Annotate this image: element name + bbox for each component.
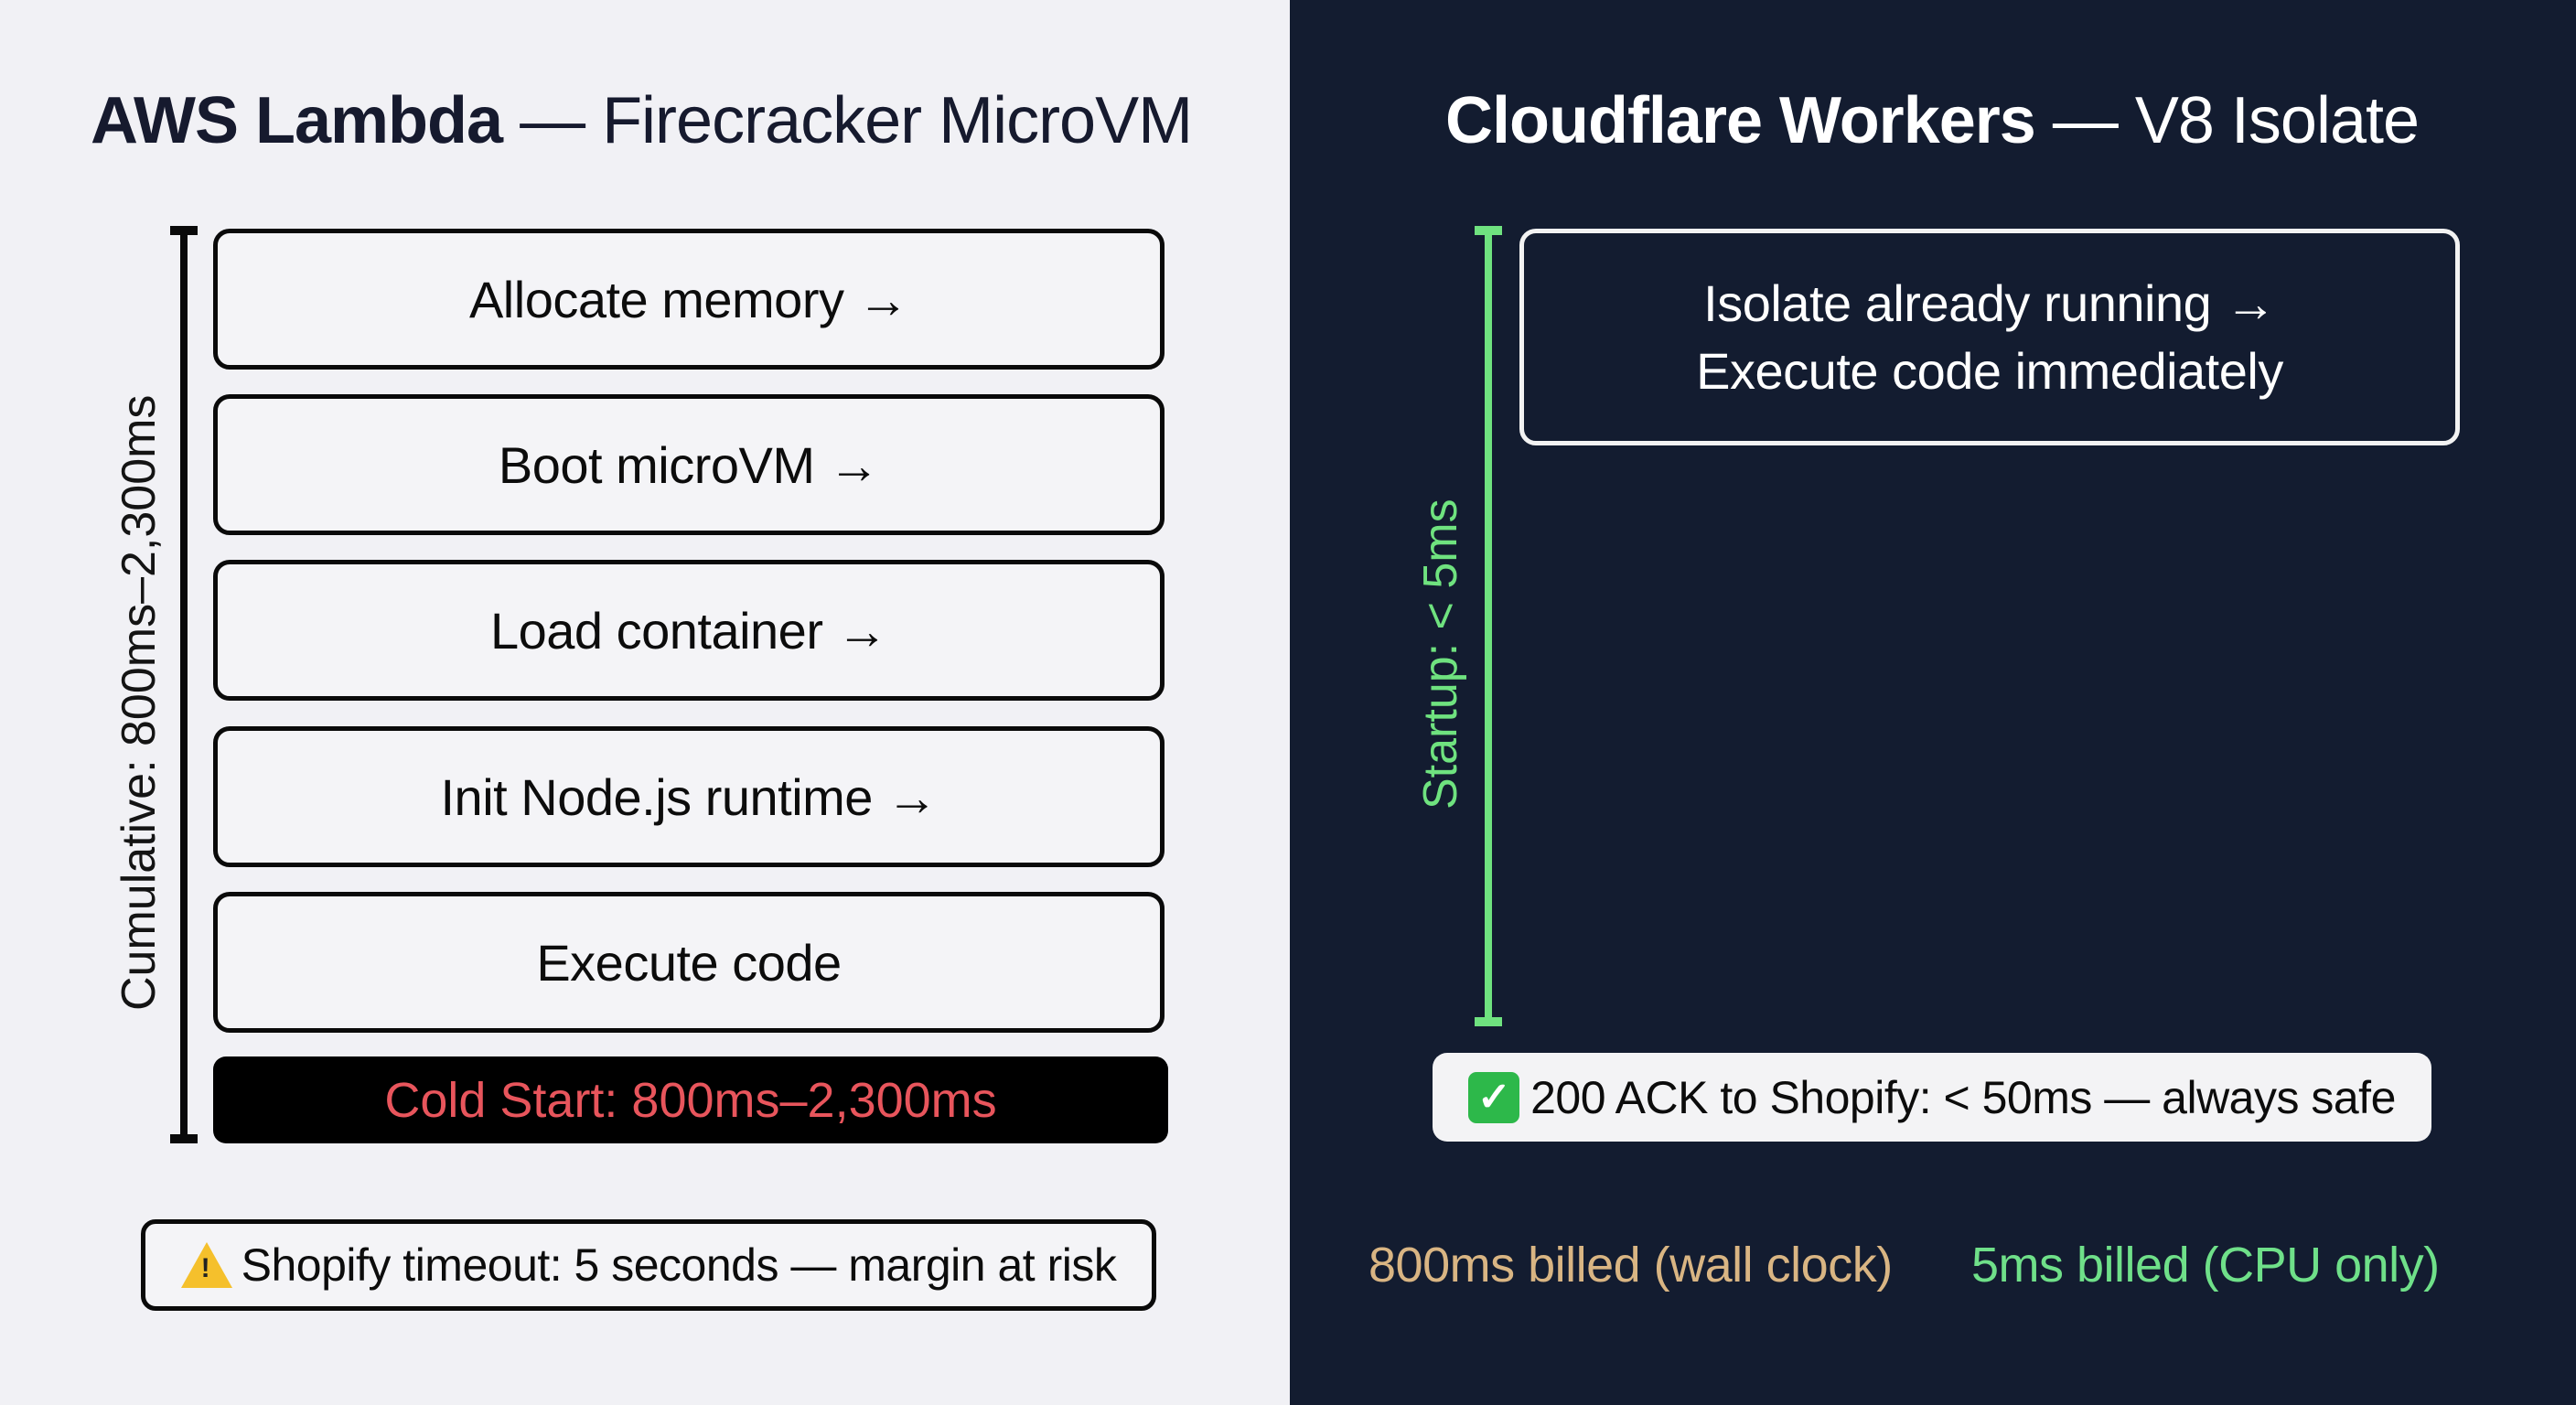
aws-lambda-title-subtitle: — Firecracker MicroVM bbox=[502, 84, 1193, 157]
cloudflare-workers-title: Cloudflare Workers — V8 Isolate bbox=[1445, 88, 2420, 154]
startup-label: Startup: < 5ms bbox=[1414, 499, 1467, 810]
isolate-line-1: Isolate already running → bbox=[1703, 273, 2276, 332]
ack-text: 200 ACK to Shopify: < 50ms — always safe bbox=[1530, 1071, 2396, 1123]
cloudflare-title-bold: Cloudflare Workers bbox=[1445, 84, 2036, 157]
cumulative-label: Cumulative: 800ms–2,300ms bbox=[113, 394, 166, 1011]
warning-icon: ! bbox=[180, 1242, 232, 1288]
aws-lambda-title: AWS Lambda — Firecracker MicroVM bbox=[91, 88, 1193, 154]
startup-bracket-bottom-cap bbox=[1475, 1017, 1502, 1026]
aws-lambda-panel: AWS Lambda — Firecracker MicroVM Cumulat… bbox=[0, 0, 1290, 1405]
step-boot-microvm: Boot microVM → bbox=[213, 394, 1165, 535]
aws-lambda-title-bold: AWS Lambda bbox=[91, 84, 503, 157]
warning-text: Shopify timeout: 5 seconds — margin at r… bbox=[241, 1239, 1117, 1291]
cloudflare-workers-panel bbox=[1290, 0, 2576, 1405]
check-mark-icon: ✓ bbox=[1468, 1071, 1520, 1123]
step-allocate-memory: Allocate memory → bbox=[213, 229, 1165, 370]
isolate-running-box: Isolate already running → Execute code i… bbox=[1519, 229, 2460, 445]
step-load-container: Load container → bbox=[213, 560, 1165, 701]
cumulative-bracket-bottom-cap bbox=[170, 1134, 198, 1143]
startup-bracket-line bbox=[1485, 230, 1492, 1022]
cumulative-bracket-line bbox=[180, 230, 188, 1139]
cold-start-bar: Cold Start: 800ms–2,300ms bbox=[213, 1056, 1168, 1143]
shopify-timeout-warning: ! Shopify timeout: 5 seconds — margin at… bbox=[141, 1219, 1156, 1311]
step-execute-code: Execute code bbox=[213, 892, 1165, 1033]
step-init-nodejs-runtime: Init Node.js runtime → bbox=[213, 726, 1165, 867]
lambda-billing-note: 800ms billed (wall clock) bbox=[1368, 1238, 1893, 1292]
ack-shopify-pill: ✓ 200 ACK to Shopify: < 50ms — always sa… bbox=[1433, 1053, 2431, 1142]
workers-billing-note: 5ms billed (CPU only) bbox=[1971, 1238, 2440, 1292]
cloudflare-title-subtitle: — V8 Isolate bbox=[2034, 84, 2420, 157]
isolate-line-2: Execute code immediately bbox=[1696, 341, 2283, 400]
